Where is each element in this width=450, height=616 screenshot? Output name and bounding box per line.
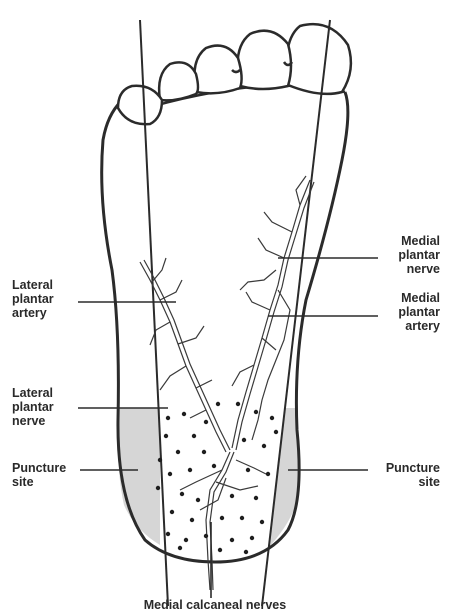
toes <box>118 24 351 124</box>
big-toe <box>287 24 351 94</box>
second-toe <box>238 31 291 89</box>
label-medial-calcaneal-nerves: Medial calcaneal nerves <box>95 598 335 612</box>
little-toe <box>118 86 162 124</box>
label-puncture-site-right: Puncture site <box>360 461 440 489</box>
fourth-toe <box>159 62 198 100</box>
label-lateral-plantar-artery: Lateral plantar artery <box>12 278 54 320</box>
label-medial-plantar-artery: Medial plantar artery <box>360 291 440 333</box>
third-toe <box>194 46 241 94</box>
label-medial-plantar-nerve: Medial plantar nerve <box>360 234 440 276</box>
label-puncture-site-left: Puncture site <box>12 461 66 489</box>
puncture-region-left <box>118 408 160 545</box>
guide-line-right <box>262 20 330 606</box>
label-lateral-plantar-nerve: Lateral plantar nerve <box>12 386 54 428</box>
